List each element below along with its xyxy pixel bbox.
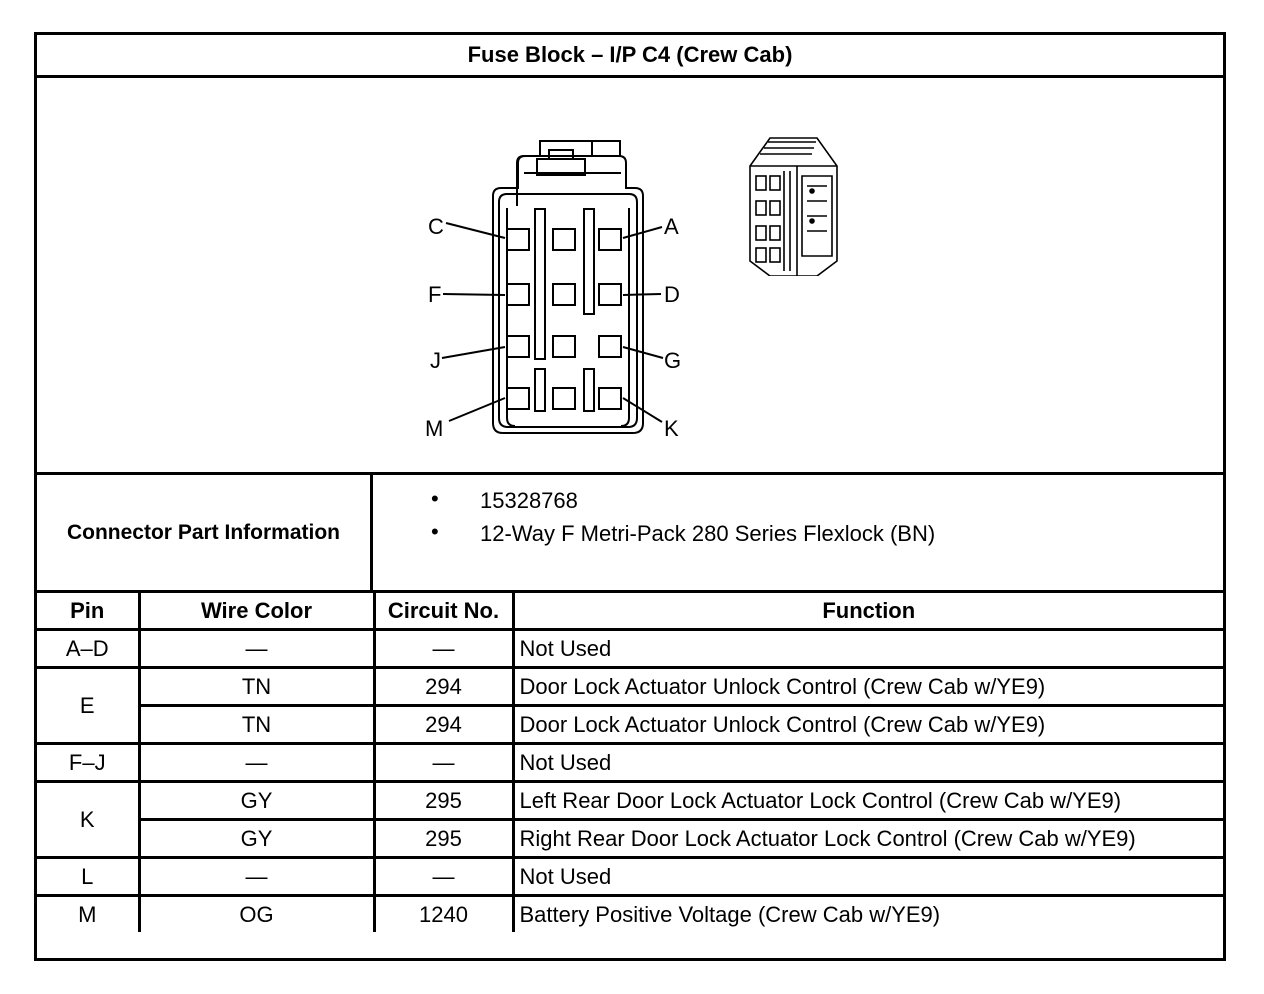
circuit-cell: 295 [372, 780, 515, 821]
bullet-icon: • [431, 486, 439, 511]
function-cell: Left Rear Door Lock Actuator Lock Contro… [511, 780, 1223, 821]
wire-color-cell: GY [139, 818, 376, 859]
part-number: 15328768 [480, 488, 578, 513]
pin-label-m: M [425, 416, 443, 441]
wire-color-cell: TN [139, 704, 376, 745]
pin-label-g: G [664, 348, 681, 373]
header-wire-color: Wire Color [137, 590, 376, 631]
part-info-row: Connector Part Information • 15328768 • … [37, 472, 1223, 590]
wire-color-cell: — [137, 742, 376, 783]
function-cell: Not Used [511, 628, 1223, 669]
part-info-list: • 15328768 • 12-Way F Metri-Pack 280 Ser… [373, 475, 1223, 590]
pin-label-k: K [664, 416, 679, 441]
connector-3d-icon [749, 137, 838, 276]
function-cell: Not Used [511, 856, 1223, 897]
circuit-cell: 294 [372, 704, 515, 745]
circuit-cell: 1240 [372, 894, 515, 932]
circuit-cell: — [372, 856, 515, 897]
bullet-icon: • [431, 519, 439, 544]
function-cell: Right Rear Door Lock Actuator Lock Contr… [511, 818, 1223, 859]
function-cell: Door Lock Actuator Unlock Control (Crew … [511, 666, 1223, 707]
pin-cell: E [37, 666, 141, 745]
wire-color-cell: GY [137, 780, 376, 821]
connector-diagram: C A F D J G M K [37, 78, 1223, 472]
pin-label-f: F [428, 282, 441, 307]
pin-cell: F–J [37, 742, 141, 783]
pin-label-j: J [430, 348, 441, 373]
circuit-cell: 294 [372, 666, 515, 707]
table-row: A–D — — Not Used [37, 628, 1223, 669]
header-circuit: Circuit No. [372, 590, 515, 631]
wire-color-cell: TN [137, 666, 376, 707]
circuit-cell: — [372, 628, 515, 669]
table-row: M OG 1240 Battery Positive Voltage (Crew… [37, 894, 1223, 932]
wire-color-cell: — [137, 628, 376, 669]
pin-label-a: A [664, 214, 679, 239]
function-cell: Battery Positive Voltage (Crew Cab w/YE9… [511, 894, 1223, 932]
table-row: GY 295 Right Rear Door Lock Actuator Loc… [37, 818, 1223, 859]
wire-color-cell: OG [137, 894, 376, 932]
table-row: K GY 295 Left Rear Door Lock Actuator Lo… [37, 780, 1223, 859]
connector-face-icon: C A F D J G M K [425, 140, 681, 441]
function-cell: Door Lock Actuator Unlock Control (Crew … [511, 704, 1223, 745]
circuit-cell: 295 [372, 818, 515, 859]
table-row: E TN 294 Door Lock Actuator Unlock Contr… [37, 666, 1223, 745]
page-title: Fuse Block – I/P C4 (Crew Cab) [37, 35, 1223, 78]
function-cell: Not Used [511, 742, 1223, 783]
pin-cell: A–D [37, 628, 141, 669]
connector-sheet: Fuse Block – I/P C4 (Crew Cab) [34, 32, 1226, 961]
pin-cell: L [37, 856, 141, 897]
circuit-cell: — [372, 742, 515, 783]
pin-cell: K [37, 780, 141, 859]
connector-description: 12-Way F Metri-Pack 280 Series Flexlock … [480, 521, 936, 546]
part-info-label: Connector Part Information [37, 475, 373, 590]
pin-label-c: C [428, 214, 444, 239]
pin-table: Pin Wire Color Circuit No. Function A–D … [37, 590, 1223, 932]
pin-label-d: D [664, 282, 680, 307]
wire-color-cell: — [137, 856, 376, 897]
header-pin: Pin [37, 590, 141, 631]
pin-cell: M [37, 894, 141, 932]
table-row: L — — Not Used [37, 856, 1223, 897]
table-row: F–J — — Not Used [37, 742, 1223, 783]
header-function: Function [511, 590, 1223, 631]
table-row: TN 294 Door Lock Actuator Unlock Control… [37, 704, 1223, 745]
table-header-row: Pin Wire Color Circuit No. Function [37, 590, 1223, 631]
